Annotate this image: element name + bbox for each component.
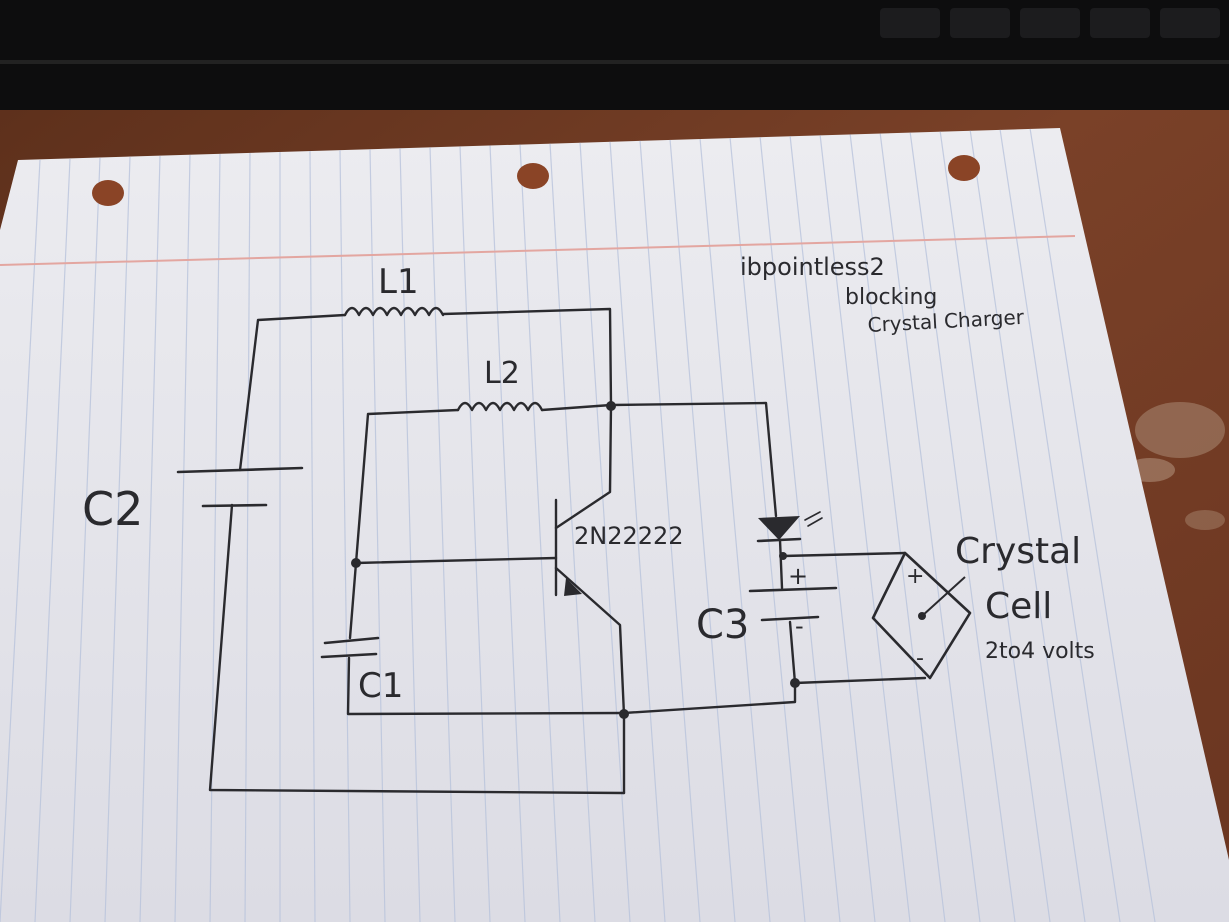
capacitor-C2 xyxy=(176,466,304,508)
wire-L2-left xyxy=(354,408,460,565)
led-diode xyxy=(756,511,823,543)
label-c3-plus: + xyxy=(788,562,808,590)
wire-c2-top xyxy=(238,313,347,472)
label-cell-voltage: 2to4 volts xyxy=(985,639,1095,664)
wire-L1-right xyxy=(441,307,613,407)
wire-to-cell-minus xyxy=(793,676,927,685)
label-C1: C1 xyxy=(358,666,403,706)
wire-c2-bottom xyxy=(208,503,626,795)
crystal-cell-center-dot xyxy=(918,612,926,620)
label-cell-plus: + xyxy=(906,564,924,589)
inductor-L1 xyxy=(343,306,445,317)
wire-collector xyxy=(554,403,613,530)
wire-to-cell-plus xyxy=(781,551,907,558)
label-C3: C3 xyxy=(696,602,749,648)
label-C2: C2 xyxy=(82,482,143,536)
note-line1: blocking xyxy=(845,285,937,310)
capacitor-C3 xyxy=(748,586,838,622)
label-transistor: 2N22222 xyxy=(574,522,684,550)
label-crystal: Crystal xyxy=(955,531,1081,572)
crystal-cell xyxy=(871,551,972,680)
label-L2: L2 xyxy=(484,356,520,391)
label-L1: L1 xyxy=(378,262,419,302)
keyboard-keys xyxy=(0,8,1229,64)
wire-led-c3 xyxy=(778,538,784,590)
note-author: ibpointless2 xyxy=(740,253,885,281)
label-cell: Cell xyxy=(985,586,1052,627)
inductor-L2 xyxy=(456,401,544,412)
wire-L2-right xyxy=(540,403,613,412)
paper-sheet xyxy=(0,128,1229,922)
wire-c3-down xyxy=(788,620,797,685)
led-emission-arrows xyxy=(804,511,823,527)
labels: L1 L2 C2 C1 C3 2N22222 + - + - Crystal C… xyxy=(82,253,1095,706)
ruled-lines xyxy=(0,128,1156,922)
label-cell-minus: - xyxy=(916,646,924,671)
margin-line xyxy=(0,235,1076,266)
transistor-emitter-arrow xyxy=(564,578,582,596)
wire-emitter xyxy=(554,566,626,717)
wire-base xyxy=(354,556,558,565)
junction-dots xyxy=(351,401,800,719)
punch-holes xyxy=(92,155,980,206)
wire-to-led xyxy=(609,401,778,518)
wire-c1-top xyxy=(348,561,358,640)
circuit xyxy=(208,306,927,795)
label-c3-minus: - xyxy=(795,612,804,640)
capacitor-C1 xyxy=(320,636,380,659)
wire-bottom-right xyxy=(622,681,797,715)
wire-c1-bottom xyxy=(346,656,626,716)
